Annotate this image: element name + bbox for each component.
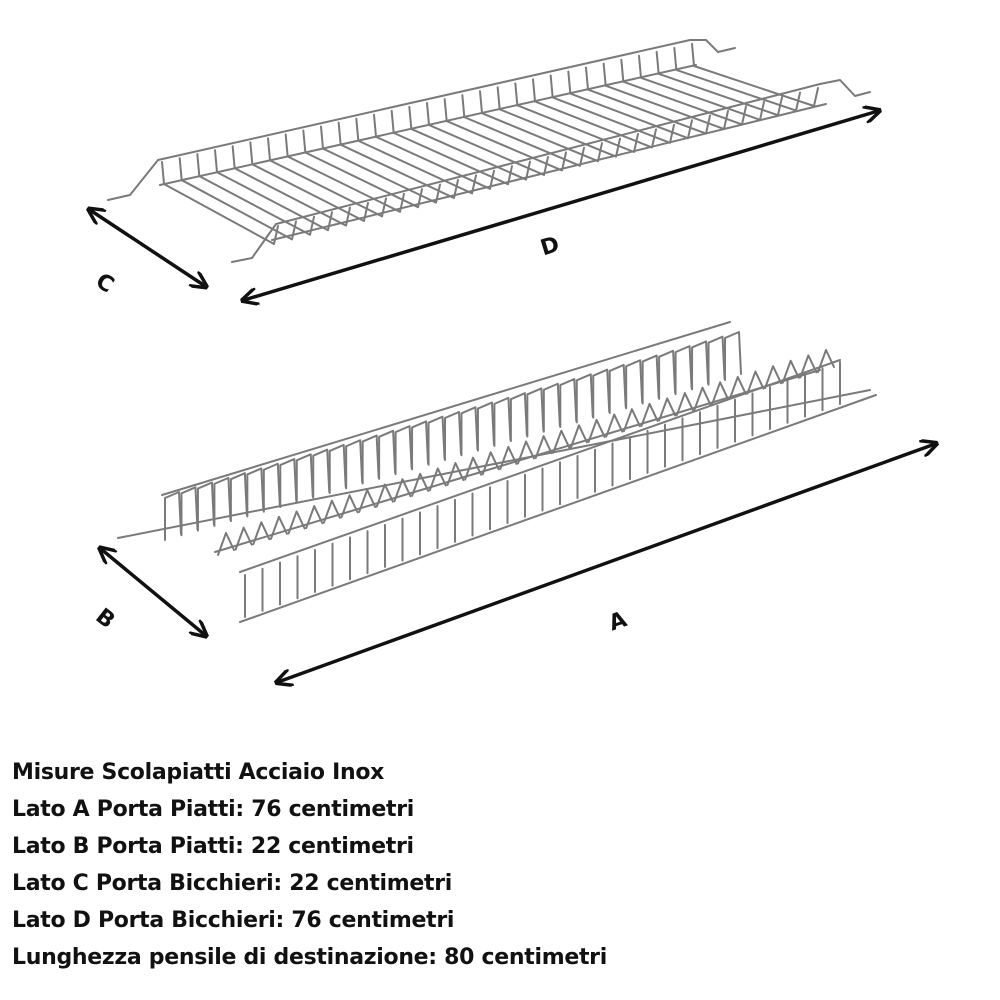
plate-rack-drawing [117,321,877,623]
plate-rack-zigzag [269,515,288,540]
plate-rack-back-loop [394,425,413,476]
glass-rack-wire [691,43,819,107]
plate-rack-zigzag [622,408,641,433]
plate-rack-back-loop [361,434,380,485]
plate-rack-back-loop [295,453,314,504]
label-d: D [538,232,563,261]
plate-rack-zigzag [746,370,765,395]
label-c: C [91,269,118,299]
plate-rack-zigzag [234,526,253,551]
measurements-title: Misure Scolapiatti Acciaio Inox [12,760,385,785]
plate-rack-back-loop [229,472,248,523]
plate-rack-zigzag [817,349,835,373]
plate-rack-back-loop [328,443,347,494]
plate-rack-back-loop [575,373,594,424]
plate-rack-back-loop [691,340,710,391]
plate-rack-zigzag [605,413,624,438]
glass-rack-back-rod [107,39,736,201]
plate-rack-back-loop [476,401,495,452]
plate-rack-zigzag [217,532,235,556]
plate-rack-back-loop [262,462,281,513]
plate-rack-zigzag [658,397,677,422]
plate-rack-zigzag [640,402,659,427]
plate-rack-back-loop [180,486,199,537]
measurement-cabinet-length: Lunghezza pensile di destinazione: 80 ce… [12,945,607,970]
label-a: A [606,607,630,636]
plate-rack-back-loop [542,382,561,433]
plate-rack-back-loop [312,448,331,499]
plate-rack-zigzag [781,359,800,384]
dimension-arrow-c [90,210,205,286]
plate-rack-back-loop [493,396,512,447]
plate-rack-back-loop [608,363,627,414]
plate-rack-back-loop [559,378,578,429]
plate-rack-back-top-rail [161,321,731,496]
dimension-arrow-b [101,549,205,635]
plate-rack-back-loop [658,349,677,400]
measurement-side-c: Lato C Porta Bicchieri: 22 centimetri [12,871,453,896]
measurement-side-a: Lato A Porta Piatti: 76 centimetri [12,797,414,822]
dish-rack-dimension-diagram: C D B A [0,39,1000,740]
plate-rack-back-loop [378,429,397,480]
plate-rack-back-loop [707,335,726,386]
plate-rack-plate-loops [164,331,841,618]
plate-rack-zigzag [252,521,271,546]
measurements-list: Misure Scolapiatti Acciaio Inox Lato A P… [12,754,607,976]
plate-rack-zigzag [675,392,694,417]
plate-rack-zigzag [764,365,783,390]
plate-rack-back-loop [625,359,644,410]
plate-rack-back-loop [246,467,265,518]
plate-rack-back-loop [509,392,528,443]
plate-rack-back-loop [345,439,364,490]
plate-rack-zigzag [711,381,730,406]
plate-rack-back-loop [279,458,298,509]
plate-rack-back-loop [213,476,232,527]
plate-rack-back-loop [724,331,742,381]
plate-rack-back-loop [164,491,182,541]
plate-rack-back-loop [411,420,430,471]
plate-rack-back-loop [674,345,693,396]
plate-rack-zigzag [693,386,712,411]
glass-rack-crossbars [161,43,819,245]
dimension-arrow-a [278,444,935,682]
plate-rack-back-loop [592,368,611,419]
dimension-arrow-d [244,111,878,300]
plate-rack-zigzag [728,375,747,400]
plate-rack-zigzag [799,354,818,379]
plate-rack-back-loop [641,354,660,405]
label-b: B [91,604,120,634]
plate-rack-back-loop [427,415,446,466]
plate-rack-back-loop [196,481,215,532]
plate-rack-back-loop [526,387,545,438]
plate-rack-back-loop [444,411,462,461]
plate-rack-zigzag [587,418,606,443]
measurement-side-b: Lato B Porta Piatti: 22 centimetri [12,834,414,859]
plate-rack-back-loop [460,406,479,457]
measurement-side-d: Lato D Porta Bicchieri: 76 centimetri [12,908,455,933]
